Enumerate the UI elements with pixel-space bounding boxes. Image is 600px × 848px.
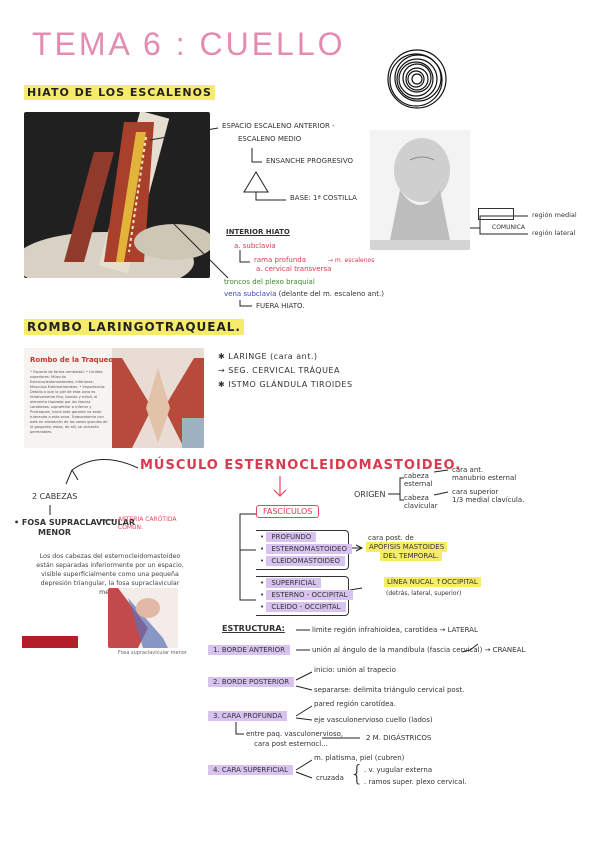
- borde-anterior-line2: unión al ángulo de la mandíbula (fascia …: [312, 646, 526, 654]
- cara-superficial-label: 4. CARA SUPERFICIAL: [208, 765, 293, 775]
- cervical-transversa-text: a. cervical transversa: [256, 265, 332, 273]
- cara-profunda-line2: eje vasculonervioso cuello (lados): [314, 716, 433, 724]
- borde-posterior-line2: separarse: delimita triángulo cervical p…: [314, 686, 465, 694]
- vena-line: vena subclavia (delante del m. escaleno …: [224, 290, 384, 298]
- group1-note3: DEL TEMPORAL.: [380, 551, 442, 561]
- head-statue-image: [370, 130, 470, 250]
- borde-anterior-label: 1. BORDE ANTERIOR: [208, 645, 291, 655]
- hiato-heading: HIATO DE LOS ESCALENOS: [24, 85, 215, 100]
- rombo-heading: ROMBO LARINGOTRAQUEAL.: [24, 319, 244, 335]
- borde-posterior-label: 2. BORDE POSTERIOR: [208, 677, 295, 687]
- neck-3d-image: [24, 112, 210, 278]
- red-bar: [22, 636, 78, 648]
- arteria-text: ARTERIA CARÓTIDA COMÚN.: [118, 516, 177, 531]
- borde-anterior-line1: limite región infrahioidea, carotídea → …: [312, 626, 478, 634]
- espacio-line2: ESCALENO MEDIO: [238, 135, 302, 143]
- group1-item-2: • ESTERNOMASTOIDEO: [260, 544, 352, 554]
- esternal-desc2: manubrio esternal: [452, 474, 517, 482]
- fosa-line1: • FOSA SUPRACLAVICULAR: [14, 518, 135, 527]
- cara-superficial-line4: . ramos super. plexo cervical.: [364, 778, 467, 786]
- rombo-item-2: → SEG. CERVICAL TRÁQUEA: [218, 366, 340, 375]
- cruzada-text: cruzada: [316, 774, 344, 782]
- cabeza-clavicular-text: cabeza clavicular: [404, 494, 438, 510]
- group1-note1: cara post. de: [368, 534, 414, 542]
- brace-icon: {: [350, 762, 364, 787]
- fasciculos-label: FASCÍCULOS: [256, 505, 320, 518]
- rombo-item-1: ✱ LARINGE (cara ant.): [218, 352, 318, 361]
- region-lateral-text: región lateral: [532, 229, 576, 237]
- rombo-slide-image: Rombo de la Traqueotomía • Espacio de fo…: [24, 348, 204, 448]
- entre-line1: entre paq. vasculonervioso,: [246, 730, 344, 738]
- group2-item-2: • ESTERNO - OCCIPITAL: [260, 590, 353, 600]
- page-title: TEMA 6 : CUELLO: [32, 26, 346, 62]
- group2-item-1: • SUPERFICIAL: [260, 578, 322, 588]
- cara-superficial-line1: m. platisma, piel (cubren): [314, 754, 405, 762]
- base-text: BASE: 1ª COSTILLA: [290, 194, 357, 202]
- m-escalenos-text: → m. escalenos: [328, 257, 375, 264]
- scribble-circle-icon: [387, 49, 447, 109]
- cara-profunda-label: 3. CARA PROFUNDA: [208, 711, 288, 721]
- cabeza-esternal-text: cabeza esternal: [404, 472, 433, 488]
- group1-note2: APÓFISIS MASTOIDES: [366, 542, 448, 552]
- group2-note2: (detrás, lateral, superior): [386, 590, 462, 597]
- entre-line2: cara post esternocl...: [254, 740, 328, 748]
- group2-note1: LÍNEA NUCAL ↑OCCIPITAL: [384, 577, 481, 587]
- rombo-item-3: ✱ ISTMO GLÁNDULA TIROIDES: [218, 380, 353, 389]
- estructura-heading: ESTRUCTURA:: [222, 624, 285, 633]
- origen-text: ORIGEN: [354, 490, 386, 499]
- interior-hiato-heading: INTERIOR HIATO: [226, 228, 290, 236]
- cara-profunda-line1: pared región carotídea.: [314, 700, 396, 708]
- fosa-line2: MENOR: [38, 528, 72, 537]
- cara-superficial-line3: . v. yugular externa: [364, 766, 433, 774]
- group1-item-1: • PROFUNDO: [260, 532, 317, 542]
- ensanche-text: ENSANCHE PROGRESIVO: [266, 157, 354, 165]
- digastricos-text: 2 M. DIGÁSTRICOS: [366, 734, 432, 742]
- group1-item-3: • CLEIDOMASTOIDEO: [260, 556, 345, 566]
- group2-item-3: • CLEIDO - OCCIPITAL: [260, 602, 346, 612]
- espacio-line1: ESPACIO ESCALENO ANTERIOR -: [222, 122, 335, 130]
- dos-cabezas-text: 2 CABEZAS: [32, 492, 78, 501]
- fuera-hiato-text: FUERA HIATO.: [256, 302, 305, 310]
- clavicular-desc2: 1/3 medial clavícula.: [452, 496, 525, 504]
- esternal-desc1: cara ant.: [452, 466, 484, 474]
- rama-profunda-text: rama profunda: [254, 256, 307, 264]
- subclavia-text: a. subclavia: [234, 242, 276, 250]
- clavicular-desc1: cara superior: [452, 488, 499, 496]
- troncos-text: troncos del plexo braquial: [224, 278, 315, 286]
- fosa-caption: Fosa supraclavicular menor: [118, 650, 187, 656]
- label-box: [478, 208, 514, 220]
- fosa-image: [108, 588, 178, 648]
- borde-posterior-line1: inicio: unión al trapecio: [314, 666, 396, 674]
- comunica-text: COMUNICA: [492, 224, 526, 231]
- ecm-heading: MÚSCULO ESTERNOCLEIDOMASTOIDEO.: [140, 458, 462, 473]
- region-medial-text: región medial: [532, 211, 577, 219]
